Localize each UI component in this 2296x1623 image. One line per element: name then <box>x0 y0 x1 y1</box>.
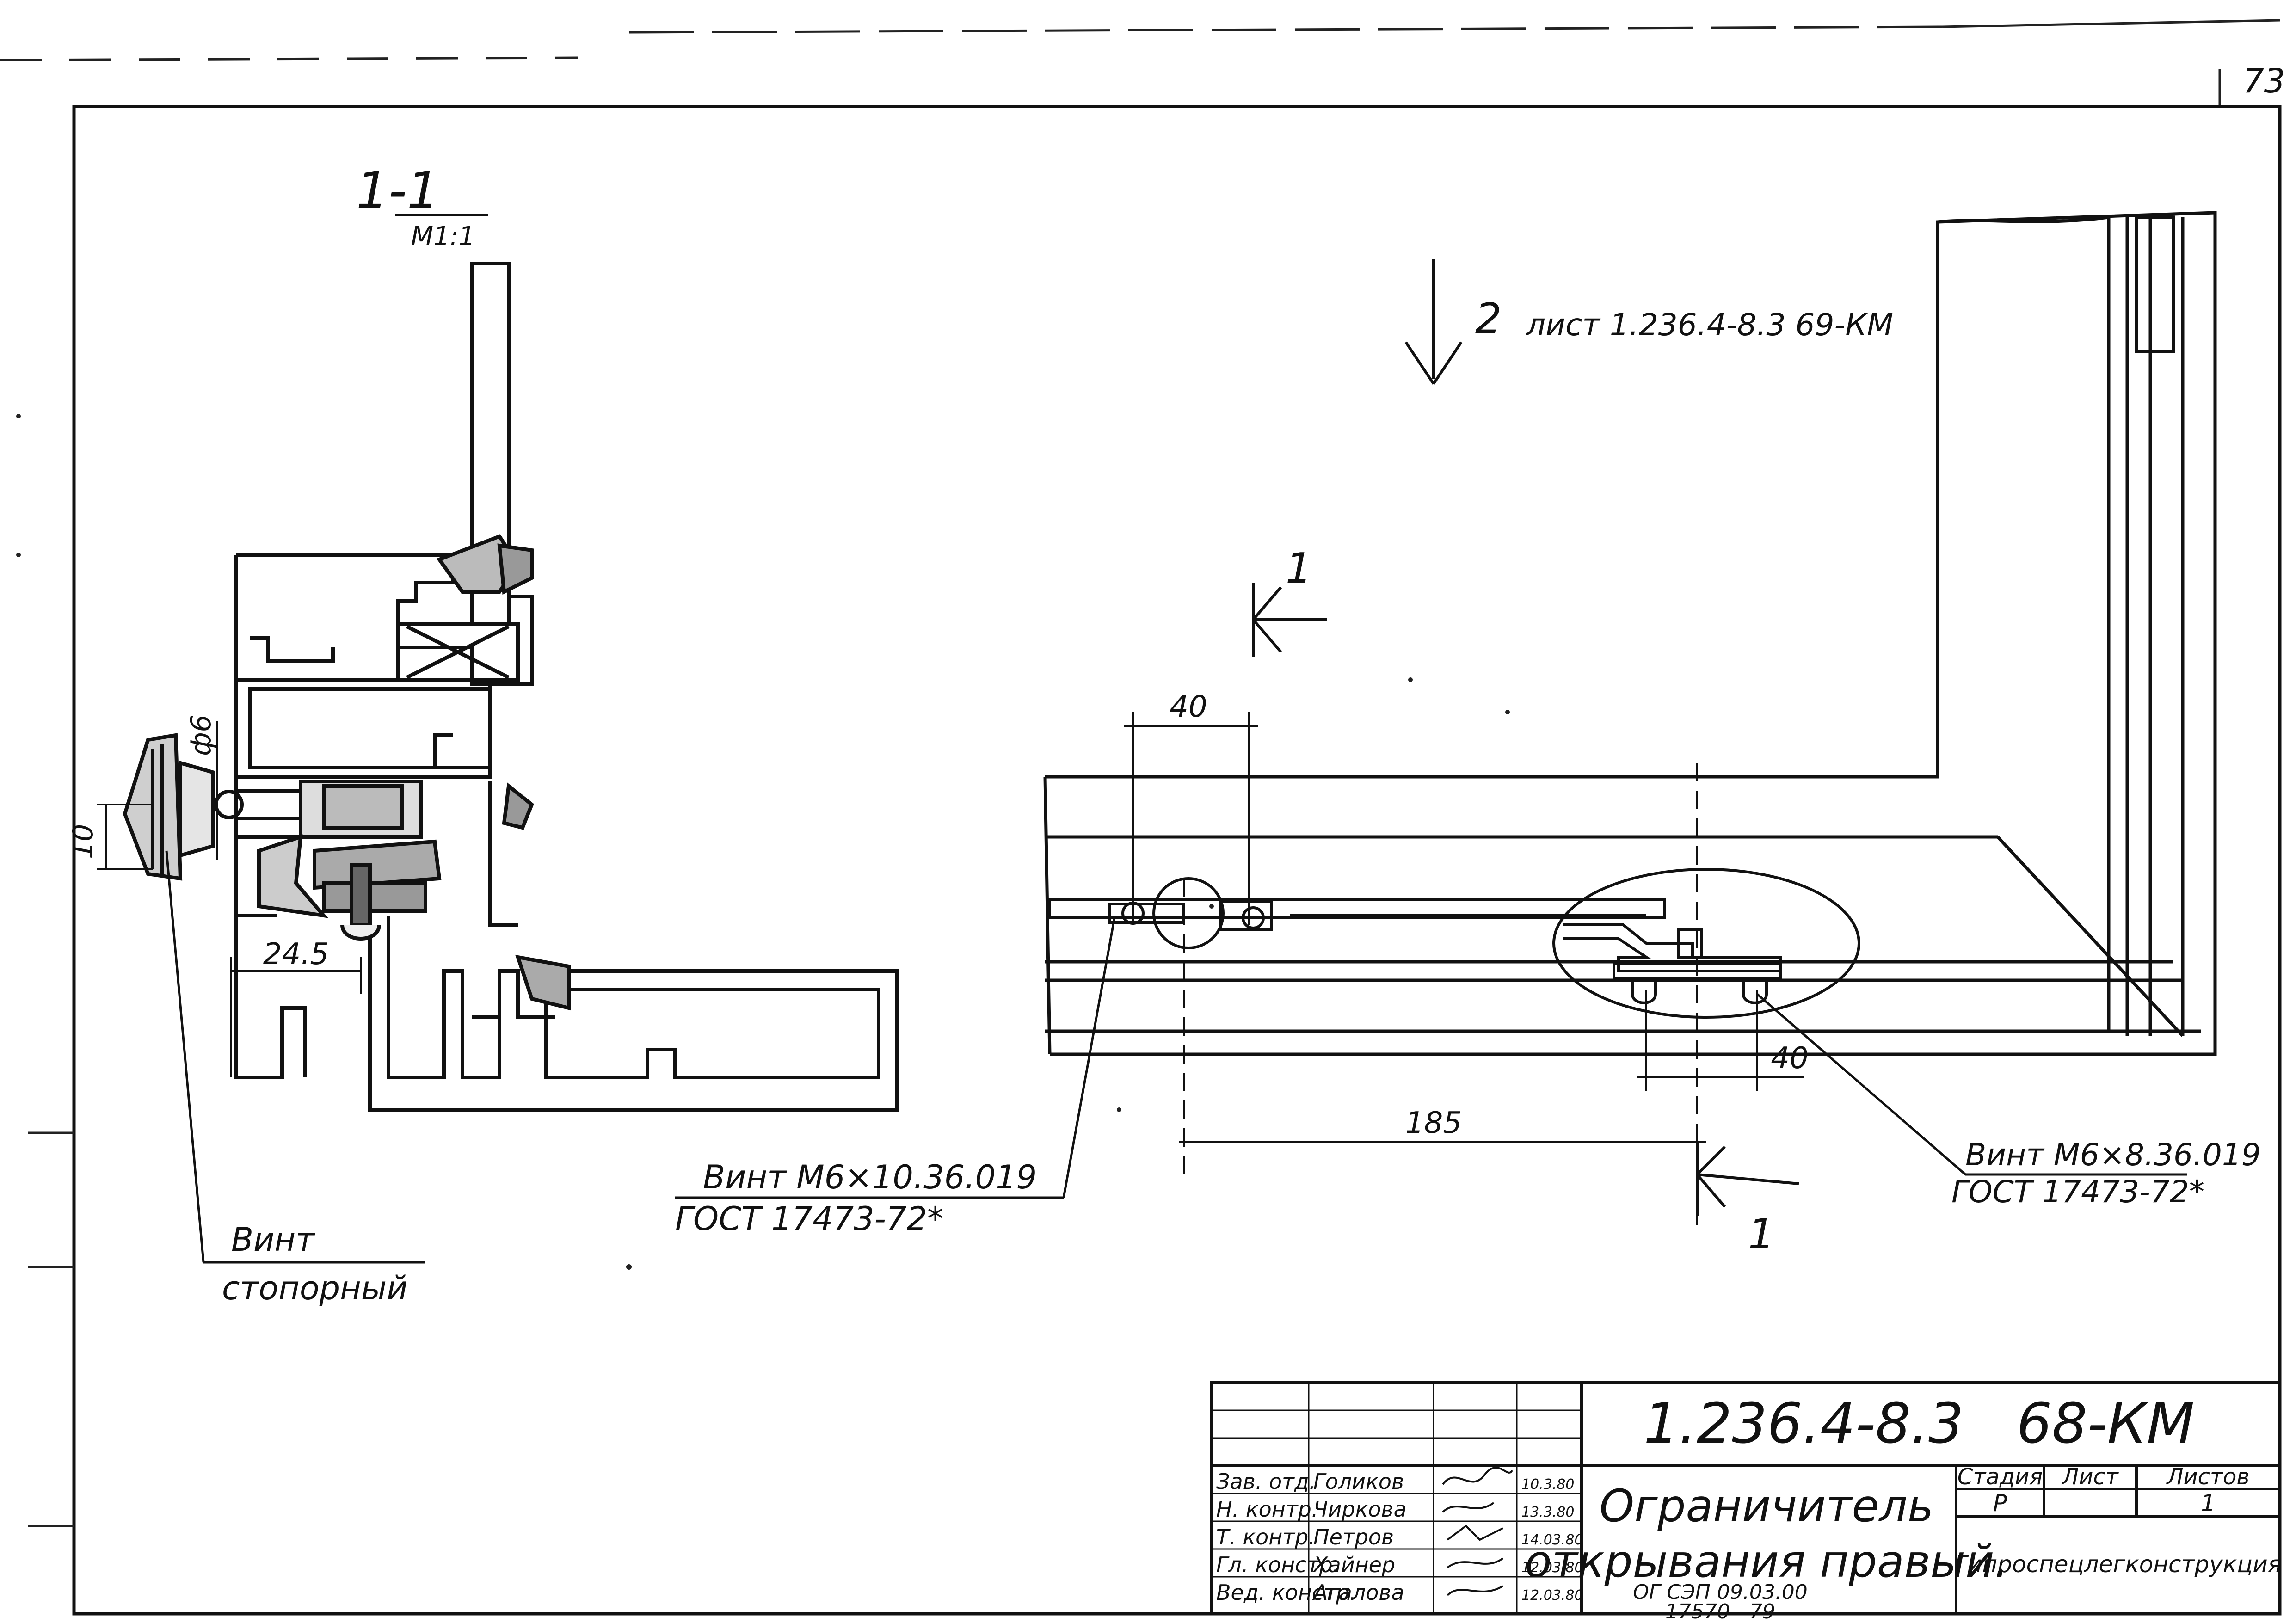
top-edge-lines <box>0 19 2280 61</box>
screw-left-line2: ГОСТ 17473-72* <box>675 1200 943 1238</box>
section-label: 1-1 <box>356 161 439 220</box>
staff-row: Вед. констр. Агалова 12.03.80 <box>1216 1580 1583 1605</box>
staff-date: 10.3.80 <box>1521 1476 1575 1493</box>
hinge-bracket <box>1552 868 1860 1019</box>
scan-specks <box>16 414 1510 1270</box>
staff-role: Вед. констр. <box>1216 1580 1356 1605</box>
staff-row: Н. контр. Чиркова 13.3.80 <box>1216 1497 1575 1522</box>
staff-role: Т. контр. <box>1216 1525 1315 1549</box>
stop-screw-label-2: стопорный <box>222 1269 408 1307</box>
screw-right-line2: ГОСТ 17473-72* <box>1951 1174 2204 1210</box>
staff-date: 14.03.80 <box>1521 1532 1583 1548</box>
staff-date: 13.3.80 <box>1521 1504 1575 1520</box>
doc-code: 1.236.4-8.3 68-КМ <box>1644 1392 2194 1456</box>
staff-row: Т. контр. Петров 14.03.80 <box>1216 1525 1583 1549</box>
staff-name: Петров <box>1313 1525 1394 1549</box>
screw-left-line1: Винт М6×10.36.019 <box>703 1158 1037 1196</box>
staff-date: 12.03.80 <box>1521 1587 1583 1604</box>
screw-right-leader <box>1756 993 2187 1176</box>
staff-name: Голиков <box>1313 1469 1404 1494</box>
bottom-stamp: ОГ СЭП 09.03.00 <box>1633 1580 1808 1604</box>
staff-name: Агалова <box>1312 1580 1404 1605</box>
dim-10-label: 10 <box>67 824 99 859</box>
title-line-1: Ограничитель <box>1600 1480 1934 1532</box>
screw-right-line1: Винт М6×8.36.019 <box>1965 1137 2261 1173</box>
section-1-1: 1-1 М1:1 <box>67 161 899 1307</box>
staff-role: Гл. констр. <box>1216 1552 1339 1577</box>
title-line-2: открывания правый. <box>1525 1536 2008 1587</box>
staff-date: 12.03.80 <box>1521 1560 1583 1576</box>
stage-header: Стадия <box>1957 1464 2043 1490</box>
view-ref-text: лист 1.236.4-8.3 69-КМ <box>1525 307 1893 343</box>
staff-name: Чиркова <box>1313 1497 1407 1522</box>
corner-number: 73 <box>2243 61 2285 100</box>
dim-185-label: 185 <box>1405 1106 1462 1140</box>
section-scale: М1:1 <box>411 221 475 252</box>
view-ref-arrow <box>1404 259 1463 385</box>
cut-marker-bottom <box>1696 1142 1799 1216</box>
staff-role: Зав. отд. <box>1216 1469 1316 1494</box>
staff-row: Гл. констр. Хайнер 12.03.80 <box>1216 1552 1583 1577</box>
cut-label-top: 1 <box>1286 544 1312 593</box>
stop-screw-leader <box>165 850 425 1264</box>
plan-dimensions <box>1124 712 1804 1225</box>
sheet-frame <box>72 105 2282 1616</box>
side-marks <box>28 1131 74 1527</box>
plan-view: 2 лист 1.236.4-8.3 69-КМ 1 <box>675 211 2261 1259</box>
staff-row: Зав. отд. Голиков 10.3.80 <box>1216 1469 1575 1494</box>
cut-marker-top <box>1252 583 1327 657</box>
sheet-header: Лист <box>2061 1464 2119 1490</box>
sheets-value: 1 <box>2201 1490 2216 1517</box>
cut-label-bottom: 1 <box>1748 1210 1774 1259</box>
dim-40-bottom-label: 40 <box>1771 1041 1808 1076</box>
frame-outline <box>1043 211 2217 1056</box>
dim-diameter-label: ф6 <box>185 714 217 756</box>
screw-left-leader <box>675 917 1116 1199</box>
view-ref-number: 2 <box>1475 295 1502 343</box>
dim-40-top-label: 40 <box>1170 690 1207 724</box>
profile-section-drawing <box>123 262 899 1112</box>
staff-role: Н. контр. <box>1216 1497 1318 1522</box>
stop-screw-label-1: Винт <box>231 1221 315 1259</box>
dim-24-5-label: 24.5 <box>263 937 329 971</box>
sheets-header: Листов <box>2166 1464 2249 1490</box>
staff-name: Хайнер <box>1312 1552 1395 1577</box>
title-block: 1.236.4-8.3 68-КМ Ограничитель открывани… <box>1210 1381 2282 1623</box>
section-dimensions <box>97 721 362 1077</box>
signature-marks <box>1442 1467 1513 1596</box>
bottom-number: 17570 79 <box>1665 1600 1775 1623</box>
organization: Гипроспецлегконструкция <box>1954 1551 2282 1578</box>
stage-value: Р <box>1993 1490 2007 1517</box>
